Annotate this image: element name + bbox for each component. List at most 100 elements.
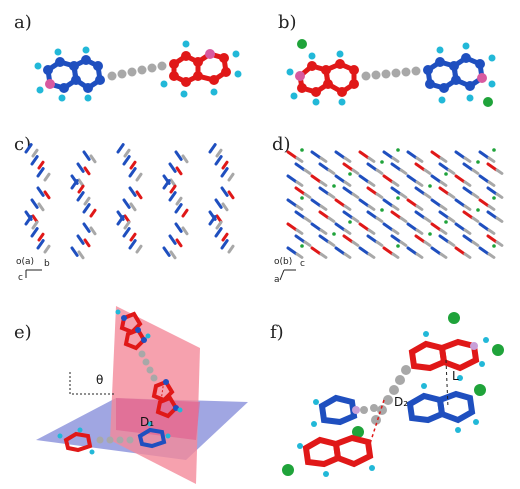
packing-molecule: [438, 186, 450, 196]
packing-diagram-d: [286, 148, 504, 259]
packing-molecule: [43, 190, 51, 200]
packing-molecule: [83, 238, 91, 248]
packing-molecule: [358, 246, 370, 256]
packing-molecule: [214, 227, 223, 238]
packing-molecule: [37, 202, 45, 212]
packing-molecule: [463, 228, 472, 235]
packing-molecule: [430, 198, 442, 208]
packing-molecule: [495, 216, 504, 223]
dimer-diagram: [282, 312, 504, 477]
packing-molecule: [31, 220, 39, 230]
packing-molecule: [318, 210, 330, 220]
packing-molecule: [227, 244, 235, 254]
packing-molecule: [478, 222, 490, 232]
counter-ion: [300, 196, 304, 200]
packing-molecule: [24, 215, 33, 226]
packing-molecule: [181, 208, 189, 218]
packing-molecule: [454, 174, 466, 184]
counter-ion: [483, 97, 493, 107]
distance-d2-label: D₂: [394, 395, 409, 409]
packing-molecule: [181, 154, 189, 164]
packing-molecule: [366, 210, 378, 220]
packing-molecule: [391, 252, 400, 259]
packing-molecule: [391, 228, 400, 235]
packing-molecule: [181, 226, 189, 236]
panel-label: d): [272, 134, 291, 155]
counter-ion: [332, 184, 336, 188]
packing-molecule: [295, 156, 304, 163]
packing-molecule: [423, 240, 432, 247]
packing-molecule: [471, 216, 480, 223]
packing-molecule: [31, 214, 39, 224]
packing-molecule: [414, 210, 426, 220]
packing-molecule: [286, 246, 298, 256]
packing-molecule: [303, 216, 312, 223]
panel-label: f): [270, 322, 284, 343]
packing-molecule: [123, 220, 131, 230]
panel-a: a): [0, 0, 260, 130]
packing-molecule: [168, 191, 177, 202]
packing-molecule: [487, 204, 496, 211]
packing-molecule: [36, 186, 45, 197]
packing-molecule: [423, 216, 432, 223]
packing-molecule: [430, 246, 442, 256]
packing-molecule: [495, 168, 504, 175]
packing-molecule: [486, 210, 498, 220]
packing-molecule: [351, 192, 360, 199]
axis-b-label: b: [44, 259, 50, 269]
packing-molecule: [24, 143, 33, 154]
counter-ion: [396, 196, 400, 200]
counter-ion: [396, 148, 400, 152]
packing-molecule: [168, 234, 177, 245]
packing-molecule: [343, 228, 352, 235]
packing-molecule: [36, 167, 45, 178]
packing-molecule: [423, 192, 432, 199]
packing-molecule: [295, 228, 304, 235]
packing-molecule: [358, 222, 370, 232]
counter-ion: [476, 208, 480, 212]
packing-molecule: [438, 210, 450, 220]
packing-molecule: [367, 180, 376, 187]
packing-molecule: [334, 174, 346, 184]
packing-molecule: [89, 154, 97, 164]
panel-f: f): [260, 290, 520, 489]
counter-ion: [444, 220, 448, 224]
packing-molecule: [486, 162, 498, 172]
packing-molecule: [463, 204, 472, 211]
packing-molecule: [439, 180, 448, 187]
packing-molecule: [423, 168, 432, 175]
panel-c: c) o(a) b c: [0, 130, 260, 290]
packing-molecule: [129, 202, 137, 212]
packing-molecule: [375, 168, 384, 175]
packing-molecule: [462, 210, 474, 220]
counter-ion: [332, 232, 336, 236]
packing-molecule: [334, 150, 346, 160]
packing-molecule: [399, 168, 408, 175]
packing-molecule: [319, 156, 328, 163]
packing-molecule: [135, 172, 143, 182]
packing-molecule: [391, 156, 400, 163]
packing-molecule: [174, 222, 183, 233]
packing-molecule: [303, 240, 312, 247]
packing-molecule: [327, 240, 336, 247]
packing-molecule: [495, 240, 504, 247]
packing-molecule: [220, 239, 229, 250]
packing-molecule: [462, 234, 474, 244]
packing-molecule: [390, 162, 402, 172]
packing-molecule: [310, 222, 322, 232]
packing-molecule: [382, 246, 394, 256]
packing-molecule: [327, 192, 336, 199]
counter-ion: [380, 160, 384, 164]
packing-molecule: [77, 250, 85, 260]
panel-e: e): [0, 290, 260, 489]
packing-molecule: [342, 210, 354, 220]
packing-molecule: [77, 184, 85, 194]
packing-molecule: [382, 174, 394, 184]
packing-molecule: [367, 156, 376, 163]
packing-molecule: [89, 226, 97, 236]
packing-molecule: [415, 156, 424, 163]
packing-molecule: [430, 174, 442, 184]
packing-molecule: [83, 166, 91, 176]
packing-molecule: [471, 240, 480, 247]
packing-molecule: [43, 244, 51, 254]
